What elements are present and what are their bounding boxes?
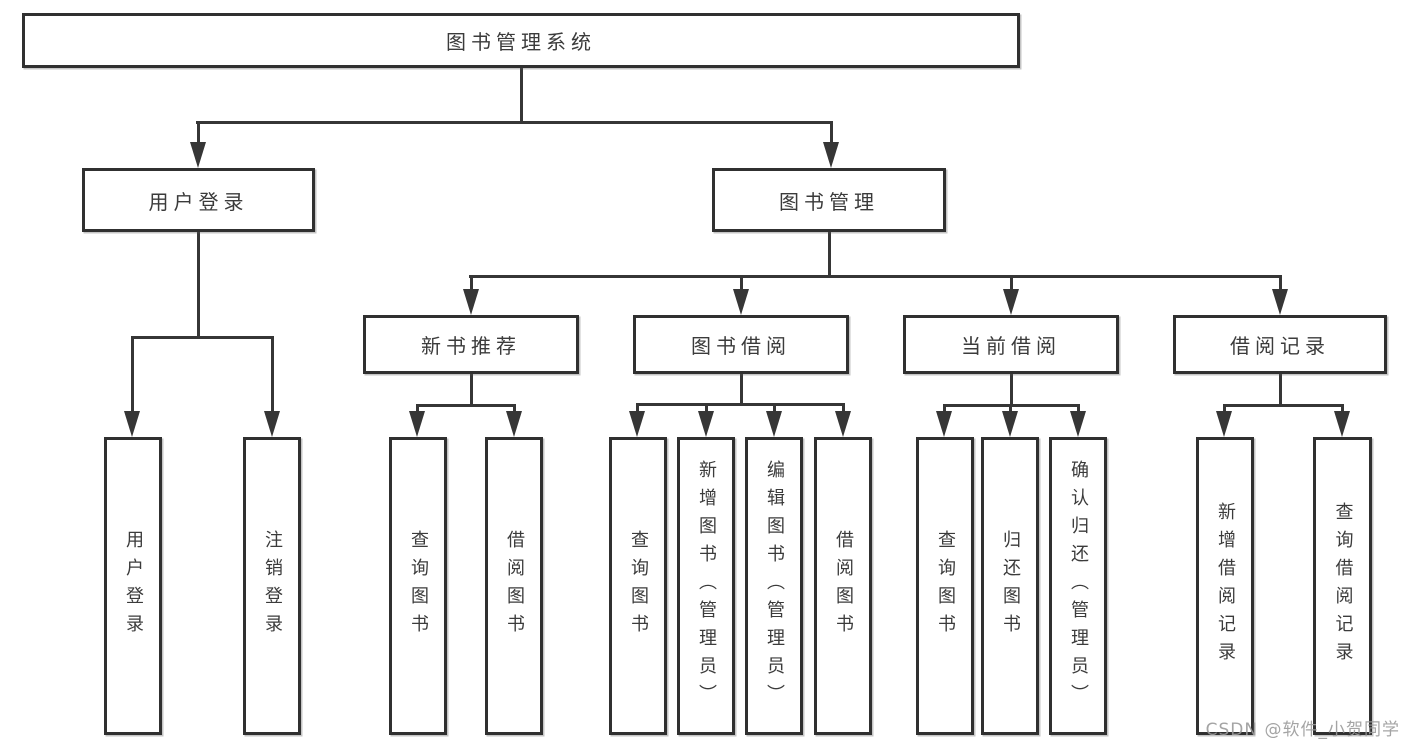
leaf-confirm-return-admin-label: 确认归还（管理员） bbox=[1068, 460, 1089, 712]
connector-branch bbox=[943, 404, 1080, 407]
node-root-system: 图书管理系统 bbox=[22, 13, 1020, 68]
leaf-add-book-admin-label: 新增图书（管理员） bbox=[696, 460, 717, 712]
arrow-shaft bbox=[130, 336, 134, 413]
arrow-head-icon bbox=[506, 411, 522, 437]
leaf-add-book-admin: 新增图书（管理员） bbox=[677, 437, 735, 735]
arrow-head-icon bbox=[733, 289, 749, 315]
arrow-shaft bbox=[829, 121, 833, 144]
arrow-head-icon bbox=[1272, 289, 1288, 315]
leaf-query-books-current-label: 查询图书 bbox=[935, 530, 956, 642]
leaf-user-login-label: 用户登录 bbox=[123, 530, 144, 642]
arrow-head-icon bbox=[766, 411, 782, 437]
arrow-head-icon bbox=[264, 411, 280, 437]
connector-stem bbox=[827, 232, 831, 275]
arrow-shaft bbox=[1008, 404, 1012, 413]
arrow-head-icon bbox=[1002, 411, 1018, 437]
arrow-shaft bbox=[942, 404, 946, 413]
connector-stem bbox=[520, 68, 523, 121]
arrow-head-icon bbox=[1003, 289, 1019, 315]
connector-branch bbox=[469, 275, 1282, 278]
arrow-shaft bbox=[739, 275, 743, 291]
connector-stem bbox=[739, 374, 743, 403]
arrow-head-icon bbox=[463, 289, 479, 315]
leaf-borrow-books-recommend-label: 借阅图书 bbox=[504, 530, 525, 642]
leaf-query-books-borrowing: 查询图书 bbox=[609, 437, 667, 735]
leaf-query-borrow-record: 查询借阅记录 bbox=[1313, 437, 1372, 735]
node-borrow-records: 借阅记录 bbox=[1173, 315, 1387, 374]
leaf-add-borrow-record: 新增借阅记录 bbox=[1196, 437, 1254, 735]
arrow-shaft bbox=[841, 403, 845, 413]
connector-stem bbox=[1278, 374, 1282, 404]
arrow-head-icon bbox=[1216, 411, 1232, 437]
arrow-shaft bbox=[1076, 404, 1080, 413]
arrow-head-icon bbox=[1334, 411, 1350, 437]
arrow-shaft bbox=[635, 403, 639, 413]
arrow-shaft bbox=[1009, 275, 1013, 291]
watermark: CSDN @软件_小贺同学 bbox=[1205, 720, 1400, 740]
leaf-query-books-borrowing-label: 查询图书 bbox=[628, 530, 649, 642]
connector-branch bbox=[131, 336, 274, 339]
connector-stem bbox=[469, 374, 473, 404]
connector-branch bbox=[196, 121, 833, 124]
leaf-query-books-recommend: 查询图书 bbox=[389, 437, 447, 735]
arrow-head-icon bbox=[823, 142, 839, 168]
node-new-book-recommend: 新书推荐 bbox=[363, 315, 579, 374]
connector-stem bbox=[197, 232, 200, 336]
connector-branch bbox=[416, 404, 516, 407]
arrow-head-icon bbox=[835, 411, 851, 437]
arrow-shaft bbox=[469, 275, 473, 291]
arrow-head-icon bbox=[124, 411, 140, 437]
arrow-head-icon bbox=[190, 142, 206, 168]
arrow-shaft bbox=[1222, 404, 1226, 413]
leaf-confirm-return-admin: 确认归还（管理员） bbox=[1049, 437, 1107, 735]
arrow-shaft bbox=[772, 403, 776, 413]
arrow-shaft bbox=[270, 336, 274, 413]
leaf-logout-label: 注销登录 bbox=[262, 530, 283, 642]
leaf-edit-book-admin: 编辑图书（管理员） bbox=[745, 437, 803, 735]
leaf-add-borrow-record-label: 新增借阅记录 bbox=[1215, 502, 1236, 670]
leaf-query-books-current: 查询图书 bbox=[916, 437, 974, 735]
leaf-query-books-recommend-label: 查询图书 bbox=[408, 530, 429, 642]
leaf-edit-book-admin-label: 编辑图书（管理员） bbox=[764, 460, 785, 712]
leaf-return-books-label: 归还图书 bbox=[1000, 530, 1021, 642]
leaf-logout: 注销登录 bbox=[243, 437, 301, 735]
arrow-head-icon bbox=[629, 411, 645, 437]
node-book-borrowing: 图书借阅 bbox=[633, 315, 849, 374]
node-user-login: 用户登录 bbox=[82, 168, 315, 232]
arrow-head-icon bbox=[936, 411, 952, 437]
connector-stem bbox=[1009, 374, 1013, 404]
arrow-shaft bbox=[415, 404, 419, 413]
arrow-shaft bbox=[1340, 404, 1344, 413]
leaf-return-books: 归还图书 bbox=[981, 437, 1039, 735]
connector-branch bbox=[636, 403, 845, 406]
arrow-shaft bbox=[512, 404, 516, 413]
arrow-shaft bbox=[704, 403, 708, 413]
arrow-shaft bbox=[196, 121, 200, 144]
leaf-borrow-books-borrowing: 借阅图书 bbox=[814, 437, 872, 735]
node-book-management: 图书管理 bbox=[712, 168, 946, 232]
leaf-borrow-books-borrowing-label: 借阅图书 bbox=[833, 530, 854, 642]
arrow-shaft bbox=[1278, 275, 1282, 291]
arrow-head-icon bbox=[409, 411, 425, 437]
arrow-head-icon bbox=[698, 411, 714, 437]
connector-branch bbox=[1223, 404, 1344, 407]
node-current-borrowing: 当前借阅 bbox=[903, 315, 1119, 374]
leaf-query-borrow-record-label: 查询借阅记录 bbox=[1332, 502, 1354, 670]
leaf-user-login: 用户登录 bbox=[104, 437, 162, 735]
arrow-head-icon bbox=[1070, 411, 1086, 437]
leaf-borrow-books-recommend: 借阅图书 bbox=[485, 437, 543, 735]
